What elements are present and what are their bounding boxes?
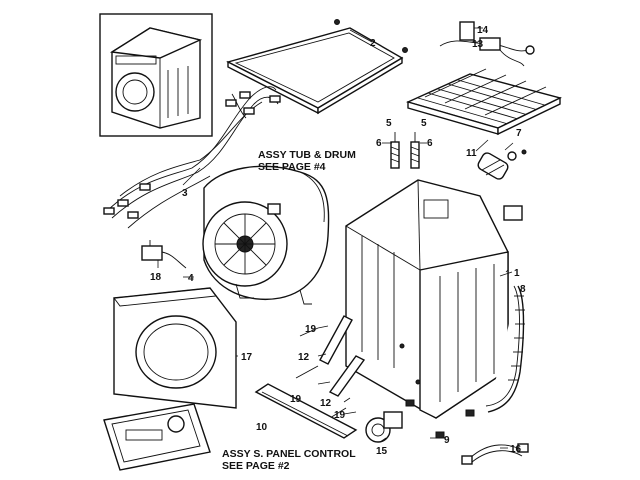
label-part-11: 11 [466, 148, 477, 159]
control-panel-part [103, 403, 211, 471]
kick-plate-part [254, 383, 358, 439]
drain-hose-part [485, 285, 525, 413]
label-part-2: 2 [370, 38, 376, 49]
label-part-3: 3 [182, 188, 188, 199]
top-cover-part [226, 19, 408, 115]
label-part-1: 1 [514, 268, 520, 279]
label-part-15: 15 [376, 446, 388, 457]
label-part-7: 7 [516, 128, 522, 139]
label-part-9: 9 [444, 435, 450, 446]
water-valve-part [439, 21, 535, 67]
label-part-12a: 12 [298, 352, 310, 363]
label-part-5a: 5 [386, 118, 392, 129]
note-panel-control-page: SEE PAGE #2 [222, 460, 290, 472]
label-part-5b: 5 [421, 118, 427, 129]
label-part-8: 8 [520, 284, 526, 295]
inlet-hose-part [461, 443, 529, 465]
note-tub-drum-title: ASSY TUB & DRUM [258, 149, 356, 161]
dampers-part [295, 315, 366, 419]
label-part-14: 14 [477, 25, 489, 36]
filter-part [477, 149, 527, 180]
label-part-6a: 6 [376, 138, 382, 149]
front-panel-part [113, 287, 237, 409]
rear-grille-part [405, 68, 563, 136]
cabinet-part [345, 179, 523, 419]
label-part-13: 13 [472, 39, 484, 50]
drain-pump-part [365, 411, 403, 443]
leveling-feet-part [405, 399, 475, 439]
label-part-4: 4 [188, 273, 194, 284]
note-panel-control-title: ASSY S. PANEL CONTROL [222, 448, 356, 460]
label-part-10: 10 [256, 422, 268, 433]
suspension-springs-part [382, 132, 427, 169]
label-part-17: 17 [241, 352, 253, 363]
label-part-12b: 12 [320, 398, 332, 409]
tub-drum-assembly [202, 165, 330, 305]
label-part-16: 16 [510, 444, 522, 455]
door-lock-part [141, 240, 187, 269]
label-part-18: 18 [150, 272, 162, 283]
note-tub-drum-page: SEE PAGE #4 [258, 161, 326, 173]
label-part-19c: 19 [334, 410, 346, 421]
label-part-19a: 19 [305, 324, 317, 335]
leader-lines [157, 27, 514, 449]
wire-harness-part [103, 86, 281, 229]
label-part-6b: 6 [427, 138, 433, 149]
assembled-washer-inset [99, 13, 213, 137]
label-part-19b: 19 [290, 394, 302, 405]
